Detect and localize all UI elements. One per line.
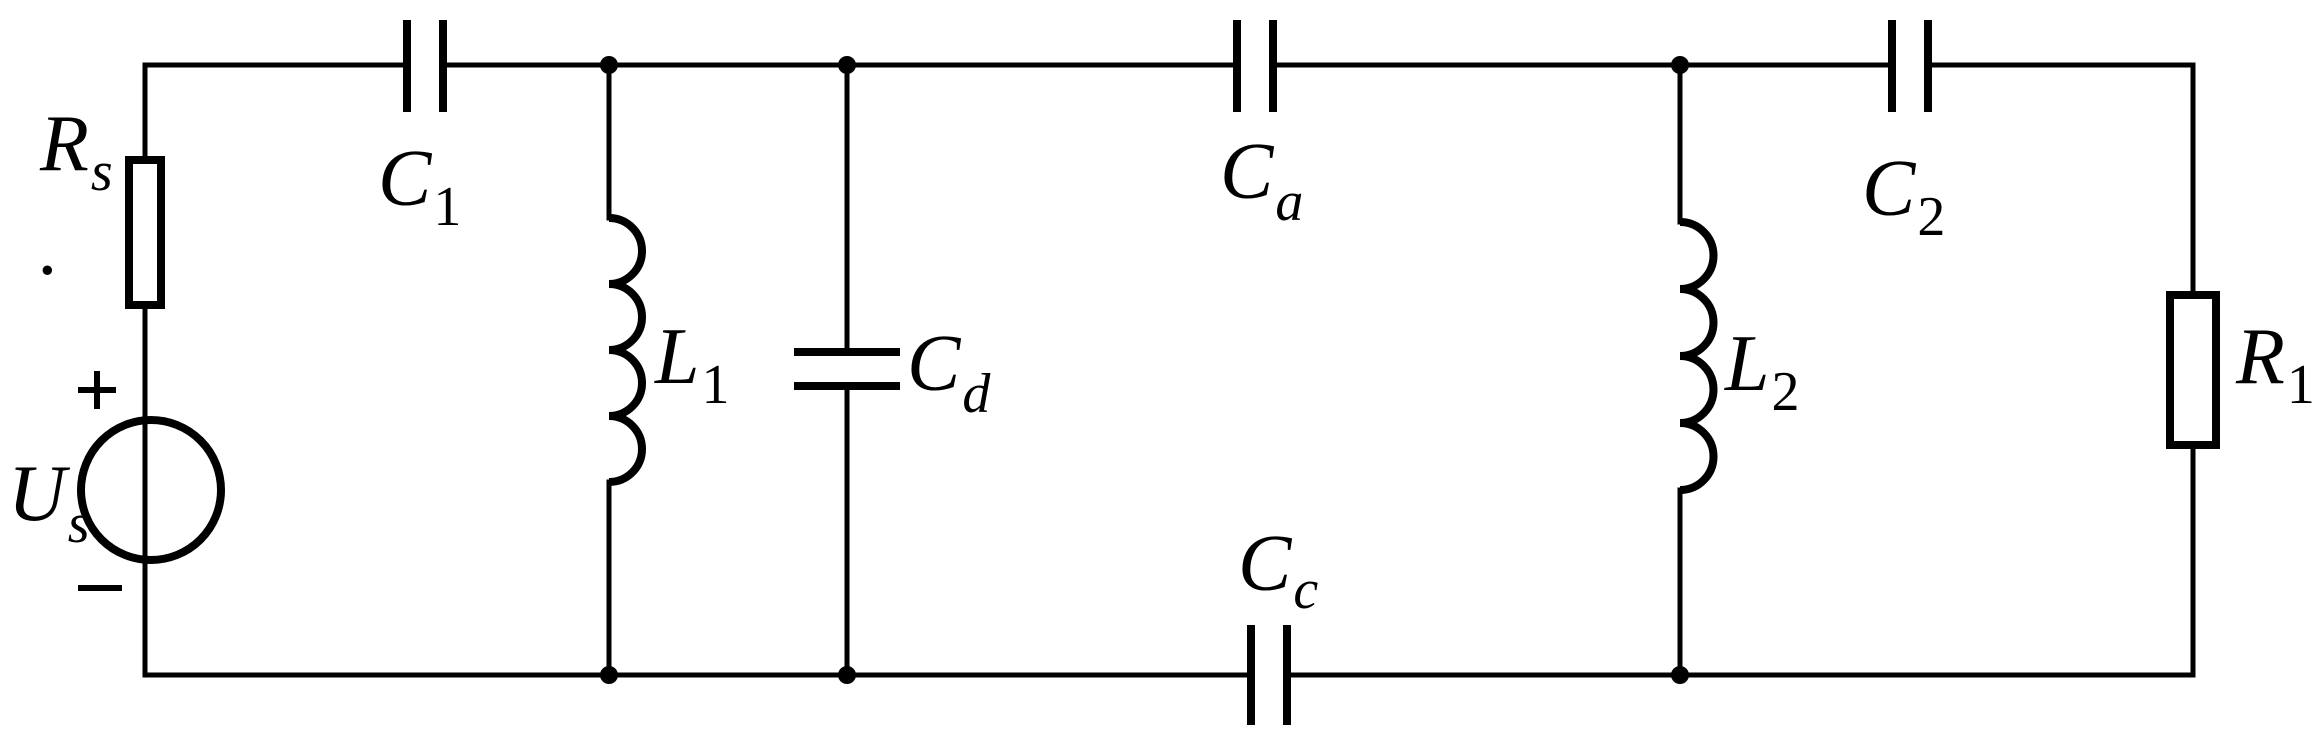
label-cd: Cd — [907, 320, 991, 425]
voltage-source-us — [77, 371, 225, 591]
junction-dot — [600, 666, 618, 684]
inductor-l2 — [1679, 218, 1718, 494]
label-c2: C2 — [1862, 145, 1945, 248]
label-c1: C1 — [378, 135, 461, 238]
capacitor-ca — [1233, 20, 1277, 112]
capacitor-c2 — [1888, 20, 1932, 112]
wires — [142, 62, 2196, 678]
inductor-l1 — [608, 214, 646, 486]
label-us: Us — [8, 450, 90, 555]
label-l2: L2 — [1724, 320, 1800, 423]
junction-dot — [1671, 666, 1689, 684]
label-l1: L1 — [654, 313, 730, 416]
junction-dot — [838, 56, 856, 74]
label-rs: Rs — [39, 100, 113, 203]
capacitor-cd — [794, 348, 900, 390]
junction-dot — [600, 56, 618, 74]
junction-dot — [1671, 56, 1689, 74]
capacitor-cc — [1247, 625, 1291, 725]
resistor-r1 — [2166, 291, 2220, 449]
resistor-rs — [125, 156, 165, 309]
capacitor-c1 — [403, 20, 447, 112]
label-r1: R1 — [2235, 313, 2315, 416]
label-cc: Cc — [1238, 520, 1318, 621]
label-us-accent: · — [34, 227, 61, 315]
junction-dot — [838, 666, 856, 684]
junctions — [600, 56, 1689, 684]
plus-sign-label: + — [0, 0, 1, 1]
label-ca: Ca — [1220, 128, 1303, 233]
minus-sign-label: − — [0, 0, 1, 1]
